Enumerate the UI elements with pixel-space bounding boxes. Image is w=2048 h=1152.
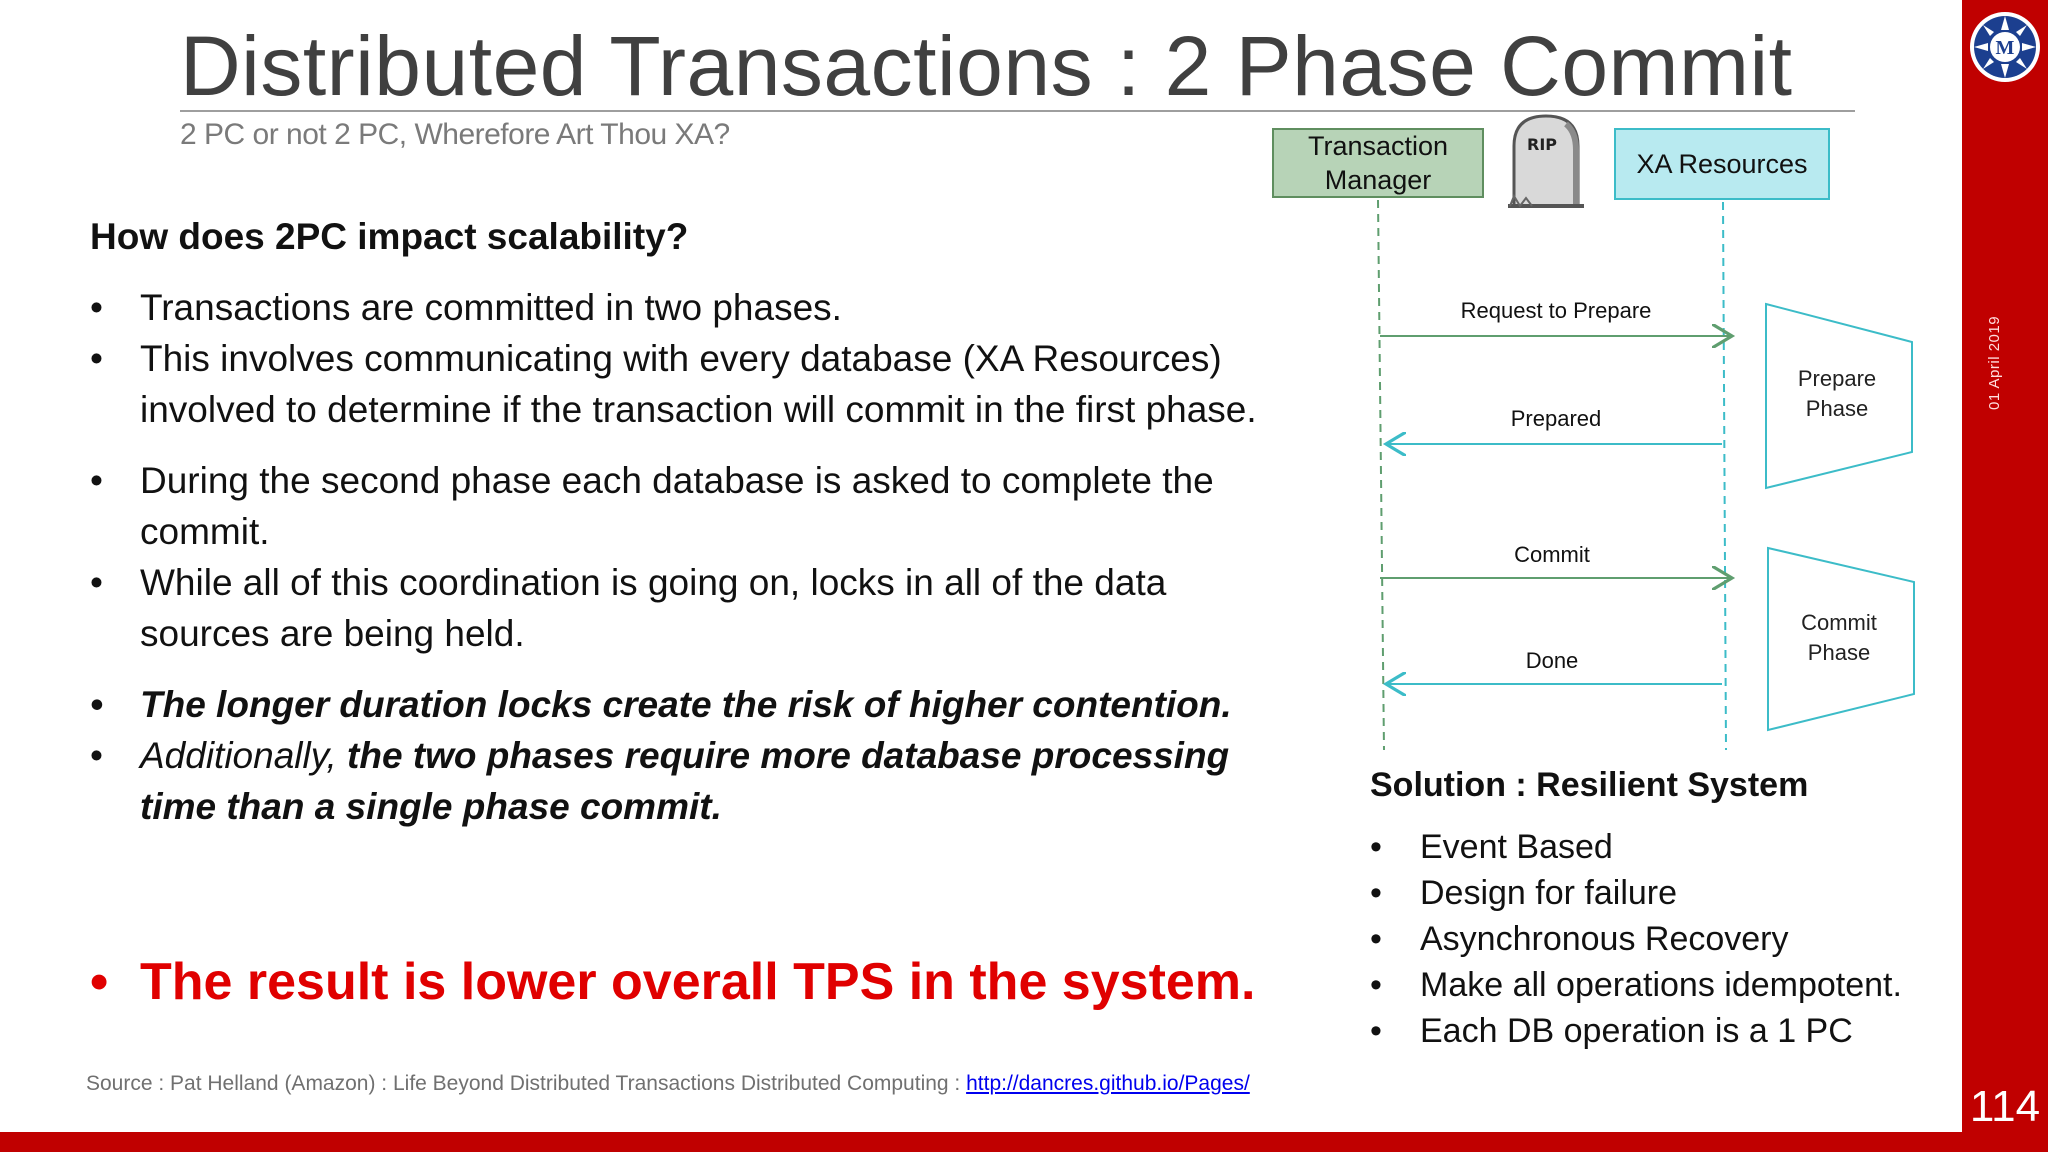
transaction-manager-box: Transaction Manager — [1272, 128, 1484, 198]
slide-title: Distributed Transactions : 2 Phase Commi… — [180, 19, 1793, 113]
solution-list: Event Based Design for failure Asynchron… — [1370, 824, 1902, 1054]
msg-request-prepare: Request to Prepare — [1460, 298, 1652, 323]
logo-letter: M — [1996, 37, 2015, 59]
university-logo-icon: M — [1970, 12, 2040, 82]
bullet-text: This involves communicating with every d… — [140, 338, 1257, 430]
main-bullet-list: Transactions are committed in two phases… — [90, 282, 1270, 832]
solution-item: Asynchronous Recovery — [1370, 916, 1902, 962]
bullet-text-italic: Additionally, — [140, 735, 348, 776]
bullet-text: Transactions are committed in two phases… — [140, 287, 842, 328]
bullet-item: Transactions are committed in two phases… — [90, 282, 1270, 333]
two-phase-commit-diagram: Transaction Manager XA Resources RIP Req… — [1260, 110, 1940, 760]
bullet-text-bold: the two phases require more database pro… — [140, 735, 1230, 827]
msg-commit: Commit — [1514, 542, 1590, 567]
xa-lifeline — [1722, 201, 1727, 751]
xa-resources-box: XA Resources — [1614, 128, 1830, 200]
solution-item: Make all operations idempotent. — [1370, 962, 1902, 1008]
solution-item: Design for failure — [1370, 870, 1902, 916]
diagram-lines — [1377, 199, 1915, 751]
prepare-phase-shape — [1765, 302, 1913, 490]
result-text: The result is lower overall TPS in the s… — [140, 953, 1256, 1011]
source-citation: Source : Pat Helland (Amazon) : Life Bey… — [86, 1072, 1250, 1096]
page-number: 114 — [1969, 1082, 2041, 1131]
solution-item: Each DB operation is a 1 PC — [1370, 1008, 1902, 1054]
bullet-item: During the second phase each database is… — [90, 455, 1270, 557]
solution-item: Event Based — [1370, 824, 1902, 870]
source-text: Source : Pat Helland (Amazon) : Life Bey… — [86, 1072, 967, 1095]
msg-done: Done — [1525, 648, 1579, 673]
commit-phase-shape — [1767, 546, 1915, 732]
question-heading: How does 2PC impact scalability? — [90, 216, 689, 257]
bullet-item: The longer duration locks create the ris… — [90, 679, 1270, 730]
tombstone-icon: RIP — [1508, 114, 1584, 208]
bullet-item: This involves communicating with every d… — [90, 333, 1270, 435]
bullet-text: While all of this coordination is going … — [140, 562, 1167, 654]
bullet-text: The longer duration locks create the ris… — [140, 684, 1232, 725]
title-divider — [180, 110, 1855, 112]
bullet-item: Additionally, the two phases require mor… — [90, 730, 1270, 832]
tombstone-text: RIP — [1527, 135, 1557, 154]
prepare-phase-label: Prepare Phase — [1797, 366, 1877, 421]
bullet-text: During the second phase each database is… — [140, 460, 1214, 552]
tm-lifeline — [1377, 199, 1385, 751]
slide-subtitle: 2 PC or not 2 PC, Wherefore Art Thou XA? — [180, 118, 730, 151]
source-link[interactable]: http://dancres.github.io/Pages/ — [966, 1072, 1250, 1095]
solution-heading: Solution : Resilient System — [1370, 766, 1809, 804]
bottom-bar — [0, 1132, 2048, 1152]
bullet-item: While all of this coordination is going … — [90, 557, 1270, 659]
red-sidebar — [1962, 0, 2048, 1152]
slide-date: 01 April 2019 — [1986, 315, 2003, 410]
bullet-dot: • — [90, 953, 109, 1011]
commit-phase-label: Commit Phase — [1801, 610, 1877, 665]
msg-prepared: Prepared — [1510, 406, 1602, 431]
